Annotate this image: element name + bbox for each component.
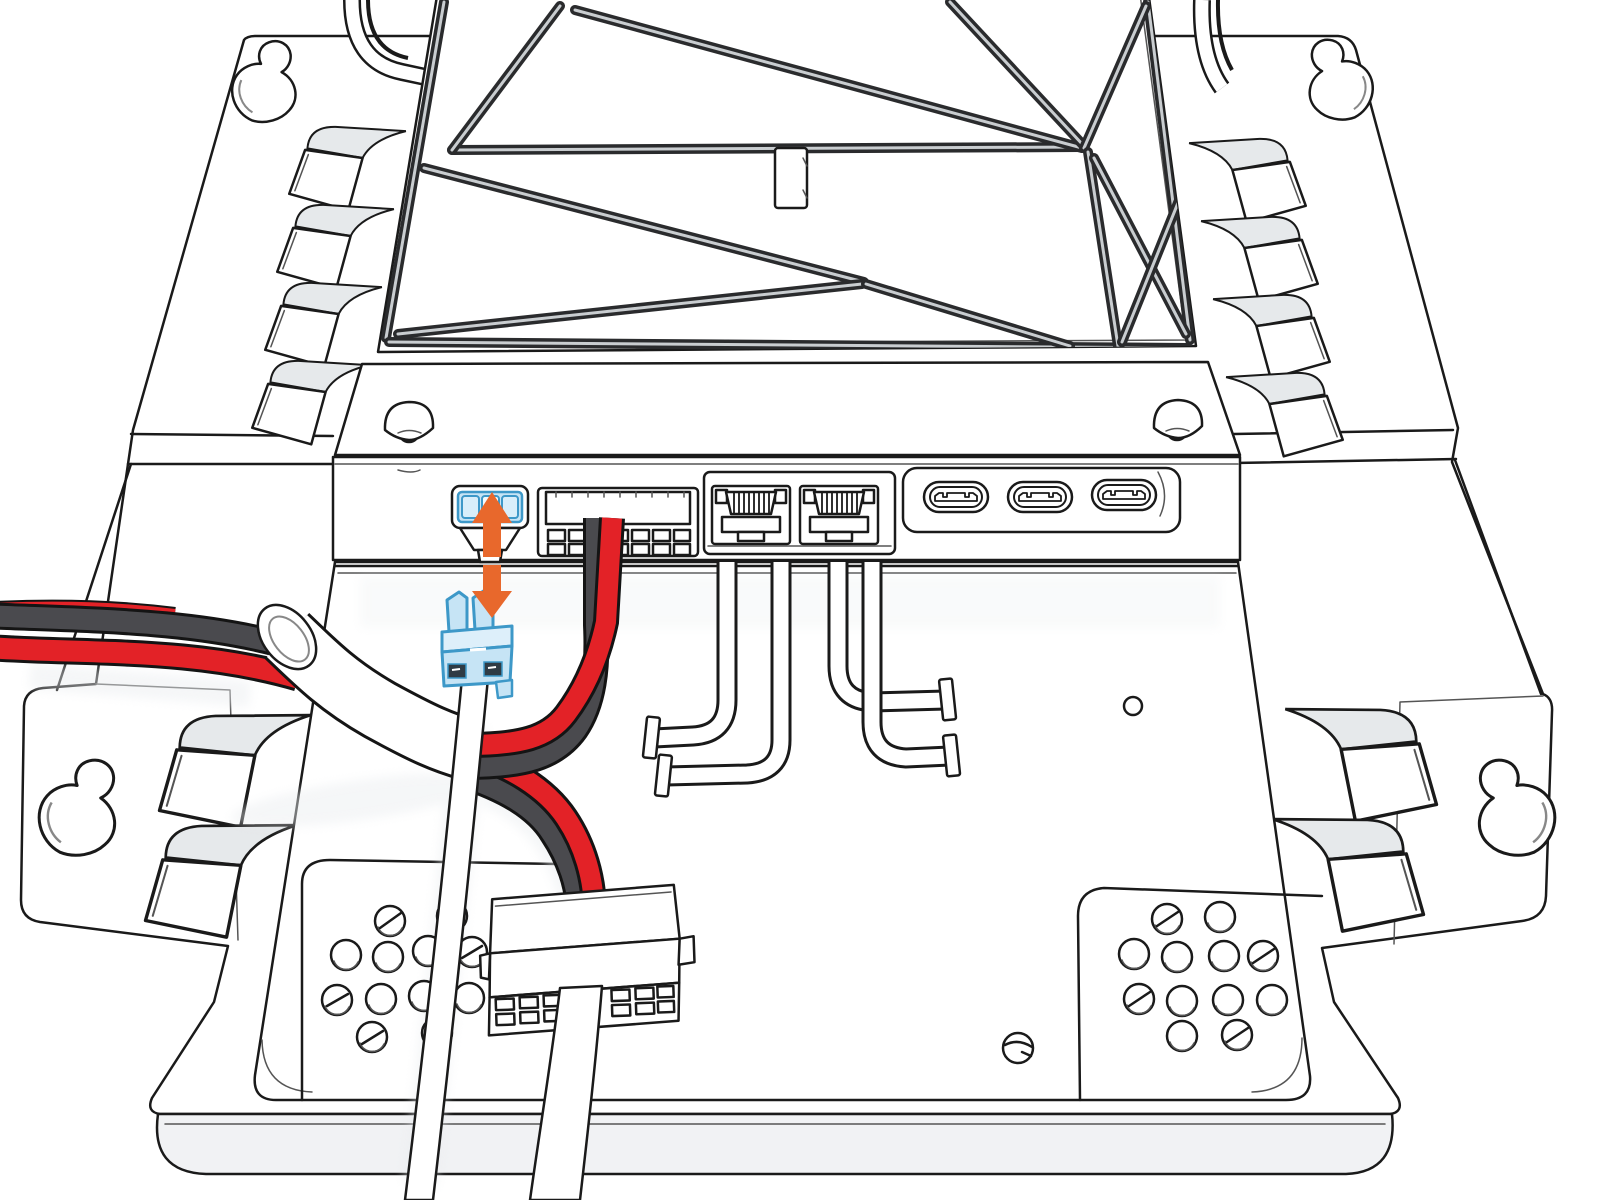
device-front-face [331, 455, 1242, 564]
power-cable-left-entry [0, 599, 302, 691]
vent-holes-right [1117, 900, 1289, 1053]
usb-c-port-1 [922, 480, 990, 514]
heatsink-rib-panel [376, 0, 1198, 354]
usb-c-ports [901, 466, 1182, 534]
panel-slot [773, 146, 809, 210]
inline-connector-14pin [478, 883, 696, 1037]
insertion-arrows [472, 492, 512, 618]
usb-c-port-3 [1090, 478, 1158, 512]
dome-screw-right [1152, 398, 1204, 442]
power-connector-blue [440, 588, 514, 700]
usb-c-port-2 [1006, 480, 1074, 514]
dome-screw-left [383, 400, 435, 444]
flat-cable [528, 984, 604, 1200]
retaining-clip-right [1192, 0, 1234, 94]
floor-hole [1122, 695, 1144, 717]
truss-ribs [381, 0, 1195, 352]
ethernet-ports [702, 470, 897, 556]
device-top-flange [333, 360, 1242, 457]
floor-screw [1001, 1031, 1035, 1065]
cable-conduit [256, 603, 480, 781]
chassis-base-band [155, 1112, 1394, 1176]
ethernet-port-2 [798, 484, 880, 546]
vent-holes-left [320, 899, 489, 1054]
power-cable-branch-upper [465, 517, 625, 780]
ethernet-port-1 [710, 484, 792, 546]
cable-guides [641, 562, 962, 798]
arrow-down-icon [472, 565, 512, 618]
arrow-up-icon [472, 492, 512, 557]
connector-cable [403, 666, 491, 1200]
